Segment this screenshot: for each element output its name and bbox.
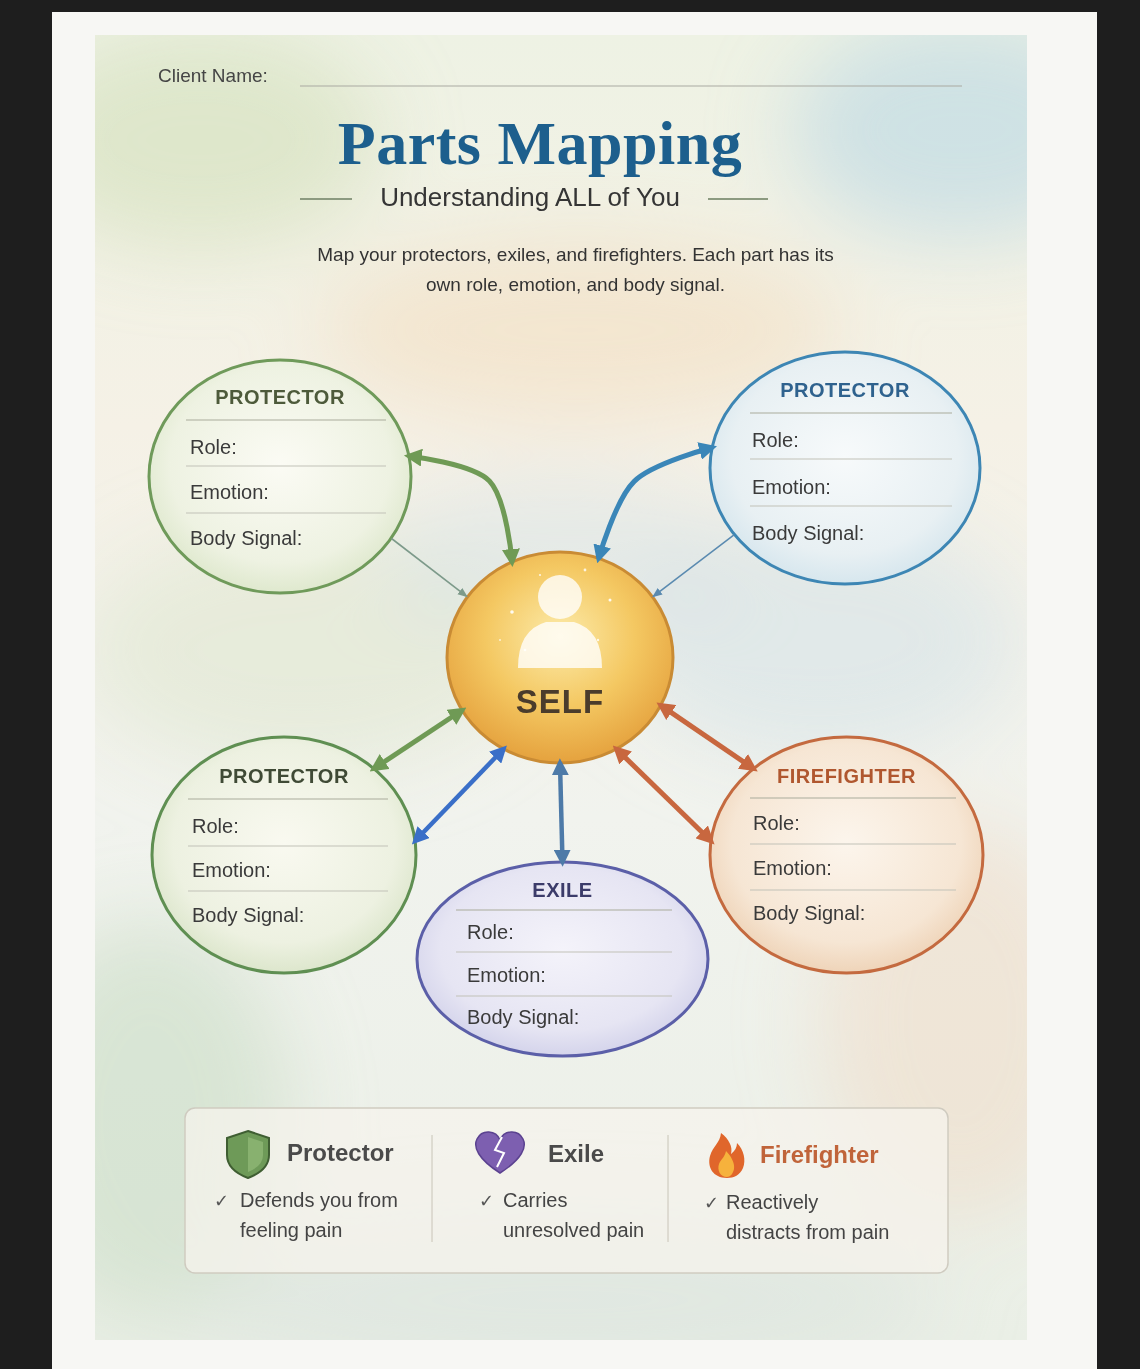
double-arrow — [661, 706, 753, 769]
field-label: Body Signal: — [467, 1005, 690, 1029]
instructions: Map your protectors, exiles, and firefig… — [298, 240, 853, 300]
legend-divider — [667, 1135, 668, 1242]
write-line — [456, 951, 672, 952]
field-label: Body Signal: — [192, 903, 398, 927]
protector-circle: PROTECTOR Role: Emotion: Body Signal: — [708, 350, 982, 586]
field-label: Role: — [753, 811, 965, 835]
field-label: Emotion: — [753, 856, 965, 880]
check-mark: ✓ — [704, 1188, 728, 1218]
write-line — [750, 797, 956, 798]
ellipse-outline — [445, 550, 675, 765]
write-line — [750, 505, 952, 506]
write-line — [188, 890, 388, 891]
double-arrow — [560, 764, 563, 862]
double-arrow — [410, 456, 513, 561]
field-label: Role: — [192, 814, 398, 838]
part-heading: PROTECTOR — [150, 764, 418, 788]
legend-description: Reactively distracts from pain — [726, 1187, 894, 1247]
double-arrow — [374, 711, 461, 769]
subtitle-rule — [708, 198, 768, 200]
legend-divider — [431, 1135, 432, 1242]
part-heading: PROTECTOR — [147, 385, 413, 409]
watercolor-blotches — [95, 35, 1027, 1340]
legend-entry: Exile — [548, 1140, 658, 1168]
field-label: Emotion: — [752, 475, 962, 499]
field-label: Role: — [190, 435, 393, 459]
double-arrow — [617, 749, 711, 840]
thin-arrow — [392, 539, 468, 597]
thin-arrow — [653, 535, 734, 597]
write-line — [188, 798, 388, 799]
protector-circle: PROTECTOR Role: Emotion: Body Signal: — [147, 358, 413, 595]
subtitle: Understanding ALL of You — [330, 181, 730, 214]
write-line — [456, 909, 672, 910]
double-arrow — [599, 448, 712, 558]
field-label: Role: — [467, 920, 690, 944]
subtitle-rule — [300, 198, 352, 200]
field-label: Client Name: — [158, 64, 358, 88]
field-label: Emotion: — [192, 858, 398, 882]
flame-icon — [709, 1133, 744, 1178]
write-line — [186, 419, 386, 420]
shield-icon — [227, 1131, 269, 1178]
part-heading: SELF — [445, 682, 675, 722]
legend-entry: Protector — [287, 1139, 427, 1167]
client-name-line — [300, 85, 962, 86]
field-label: Emotion: — [467, 963, 690, 987]
part-heading: FIREFIGHTER — [708, 764, 985, 788]
part-heading: PROTECTOR — [708, 378, 982, 402]
write-line — [750, 412, 952, 413]
firefighter-circle: FIREFIGHTER Role: Emotion: Body Signal: — [708, 735, 985, 975]
field-label: Body Signal: — [752, 521, 962, 545]
double-arrow — [416, 749, 504, 840]
field-label: Emotion: — [190, 480, 393, 504]
exile-circle: EXILE Role: Emotion: Body Signal: — [415, 860, 710, 1058]
self-circle: SELF — [445, 550, 675, 765]
broken-heart-icon — [476, 1132, 525, 1173]
field-label: Body Signal: — [753, 901, 965, 925]
write-line — [750, 843, 956, 844]
field-label: Role: — [752, 428, 962, 452]
write-line — [750, 889, 956, 890]
write-line — [456, 995, 672, 996]
legend-entry: Firefighter — [760, 1141, 930, 1169]
legend-box — [185, 1108, 948, 1273]
write-line — [188, 845, 388, 846]
write-line — [186, 512, 386, 513]
page-title: Parts Mapping — [240, 103, 840, 183]
write-line — [750, 458, 952, 459]
legend-description: Defends you from feeling pain — [240, 1185, 400, 1245]
ellipse-shape — [447, 552, 673, 763]
check-mark: ✓ — [214, 1186, 238, 1216]
write-line — [186, 465, 386, 466]
check-mark: ✓ — [479, 1186, 503, 1216]
protector-circle: PROTECTOR Role: Emotion: Body Signal: — [150, 735, 418, 975]
legend-description: Carries unresolved pain — [503, 1185, 653, 1245]
field-label: Body Signal: — [190, 526, 393, 550]
part-heading: EXILE — [415, 878, 710, 902]
